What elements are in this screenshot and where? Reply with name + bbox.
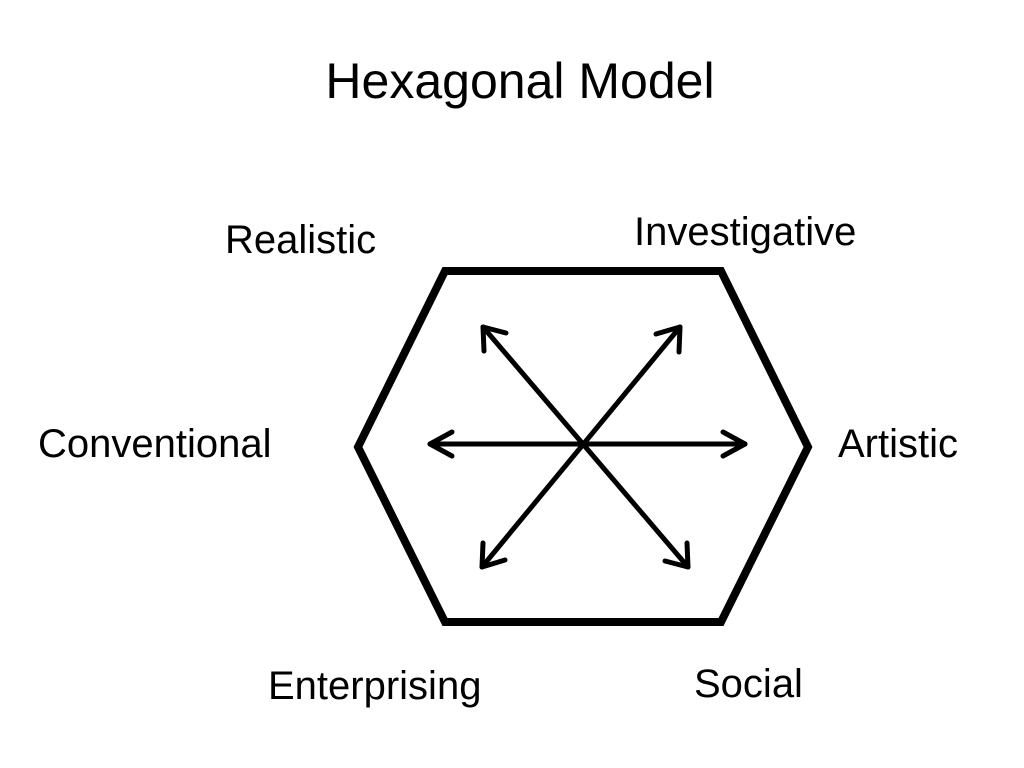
arrow-realistic-social bbox=[480, 324, 691, 570]
arrow-investigative-enterprising bbox=[479, 324, 683, 570]
hexagon-outline bbox=[353, 267, 813, 626]
arrowhead-enterprising bbox=[479, 540, 508, 570]
arrowhead-investigative bbox=[653, 324, 683, 355]
label-investigative: Investigative bbox=[634, 210, 857, 254]
arrowhead-conventional bbox=[427, 429, 455, 459]
arrowhead-realistic bbox=[480, 324, 509, 354]
label-enterprising: Enterprising bbox=[268, 664, 482, 708]
label-conventional: Conventional bbox=[38, 422, 272, 466]
label-realistic: Realistic bbox=[225, 218, 377, 262]
label-social: Social bbox=[694, 662, 803, 706]
arrowhead-social bbox=[662, 540, 691, 570]
arrowhead-artistic bbox=[720, 429, 748, 459]
label-artistic: Artistic bbox=[838, 422, 958, 466]
page-title: Hexagonal Model bbox=[325, 53, 715, 109]
